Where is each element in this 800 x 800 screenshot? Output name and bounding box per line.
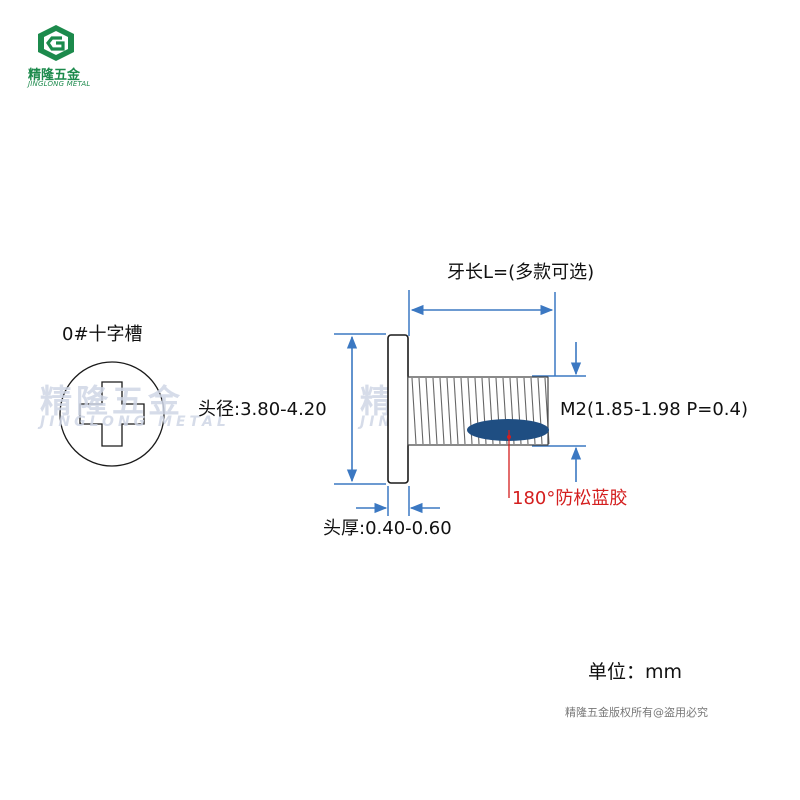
screw-head-side	[387, 334, 409, 484]
company-logo	[36, 24, 76, 62]
screw-head-top-view	[59, 361, 165, 467]
thread-length-dimension	[408, 290, 556, 376]
thread-crest-line	[460, 377, 466, 445]
thread-crest-line	[453, 377, 459, 445]
thread-spec-label: M2(1.85-1.98 P=0.4)	[560, 399, 748, 420]
head-thickness-dimension	[356, 486, 440, 516]
head-diameter-dimension	[334, 333, 386, 485]
thread-crest-line	[446, 377, 452, 445]
head-diameter-label: 头径:3.80-4.20	[198, 399, 327, 420]
logo-text-cn: 精隆五金	[28, 68, 81, 83]
slot-type-label: 0#十字槽	[62, 324, 143, 345]
blue-patch	[467, 419, 549, 441]
thread-crest-line	[418, 377, 424, 445]
copyright-notice: 精隆五金版权所有@盗用必究	[565, 706, 708, 719]
thread-shank	[407, 376, 550, 446]
head-thickness-label: 头厚:0.40-0.60	[323, 518, 452, 539]
thread-crest-line	[432, 377, 438, 445]
patch-leader-line	[507, 430, 511, 498]
logo-text-en: JINGLONG METAL	[28, 80, 91, 88]
watermark-left-en: JINGLONG METAL	[40, 414, 230, 430]
thread-length-label: 牙长L=(多款可选)	[447, 262, 595, 283]
watermark-left-cn: 精隆五金	[40, 382, 185, 420]
thread-crest-line	[425, 377, 431, 445]
unit-label: 单位：mm	[588, 661, 683, 683]
thread-crest-line	[411, 377, 417, 445]
patch-label: 180°防松蓝胶	[512, 488, 628, 509]
phillips-cross-icon	[79, 381, 145, 447]
logo-mark-icon	[38, 25, 74, 61]
thread-diameter-dimension	[532, 342, 586, 482]
thread-crest-line	[439, 377, 445, 445]
